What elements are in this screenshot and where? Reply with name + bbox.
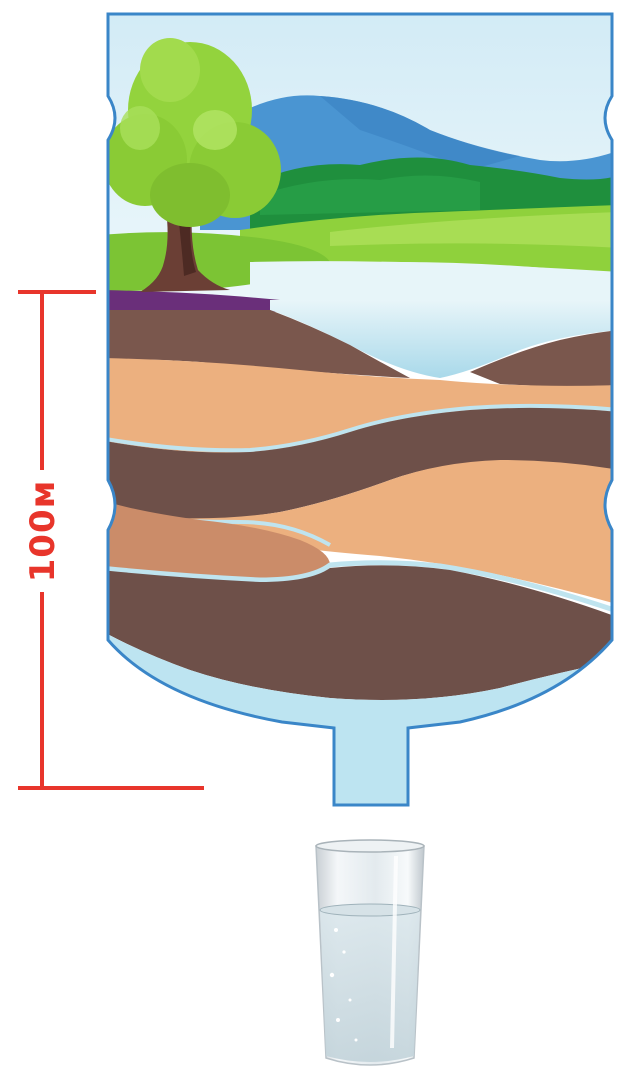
- tree-icon: [108, 38, 281, 292]
- sand-layer-2: [170, 460, 612, 605]
- soil-layer-top-left: [108, 310, 410, 378]
- orange-layer-left: [108, 500, 330, 580]
- underground-water: [270, 300, 612, 378]
- bubble: [348, 998, 352, 1002]
- water-glass-icon: [315, 839, 425, 1066]
- tree-foliage-5: [140, 38, 200, 102]
- water-seam-3: [108, 560, 612, 615]
- soil-layer-top-right: [470, 330, 612, 387]
- water-seam-1: [108, 403, 612, 453]
- forest-highlight: [260, 175, 480, 215]
- glass-rim: [315, 839, 425, 853]
- tree-foliage-6: [193, 110, 237, 150]
- lake: [250, 261, 612, 310]
- bottle-cross-section: [108, 14, 612, 805]
- clay-layer-1: [108, 407, 612, 520]
- purple-band: [108, 290, 285, 312]
- bubble: [334, 928, 338, 932]
- tree-foliage-4: [150, 163, 230, 227]
- depth-label: 100м: [23, 480, 63, 583]
- tree-foliage-7: [120, 106, 160, 150]
- bubble: [342, 950, 346, 954]
- glass-highlight: [390, 855, 398, 1049]
- bubble: [354, 1038, 358, 1042]
- mountain-shade: [320, 96, 520, 170]
- glass-water: [320, 910, 420, 1062]
- meadow-light: [330, 212, 612, 248]
- glass-water-surface: [319, 903, 421, 917]
- bubble: [336, 1018, 340, 1022]
- sand-layer-1: [108, 358, 612, 453]
- clay-layer-bottom: [108, 565, 612, 701]
- depth-marker: 100м: [18, 290, 204, 790]
- bubble: [329, 972, 335, 978]
- tree-trunk-shade: [178, 214, 196, 276]
- bottle-outline: [106, 12, 614, 807]
